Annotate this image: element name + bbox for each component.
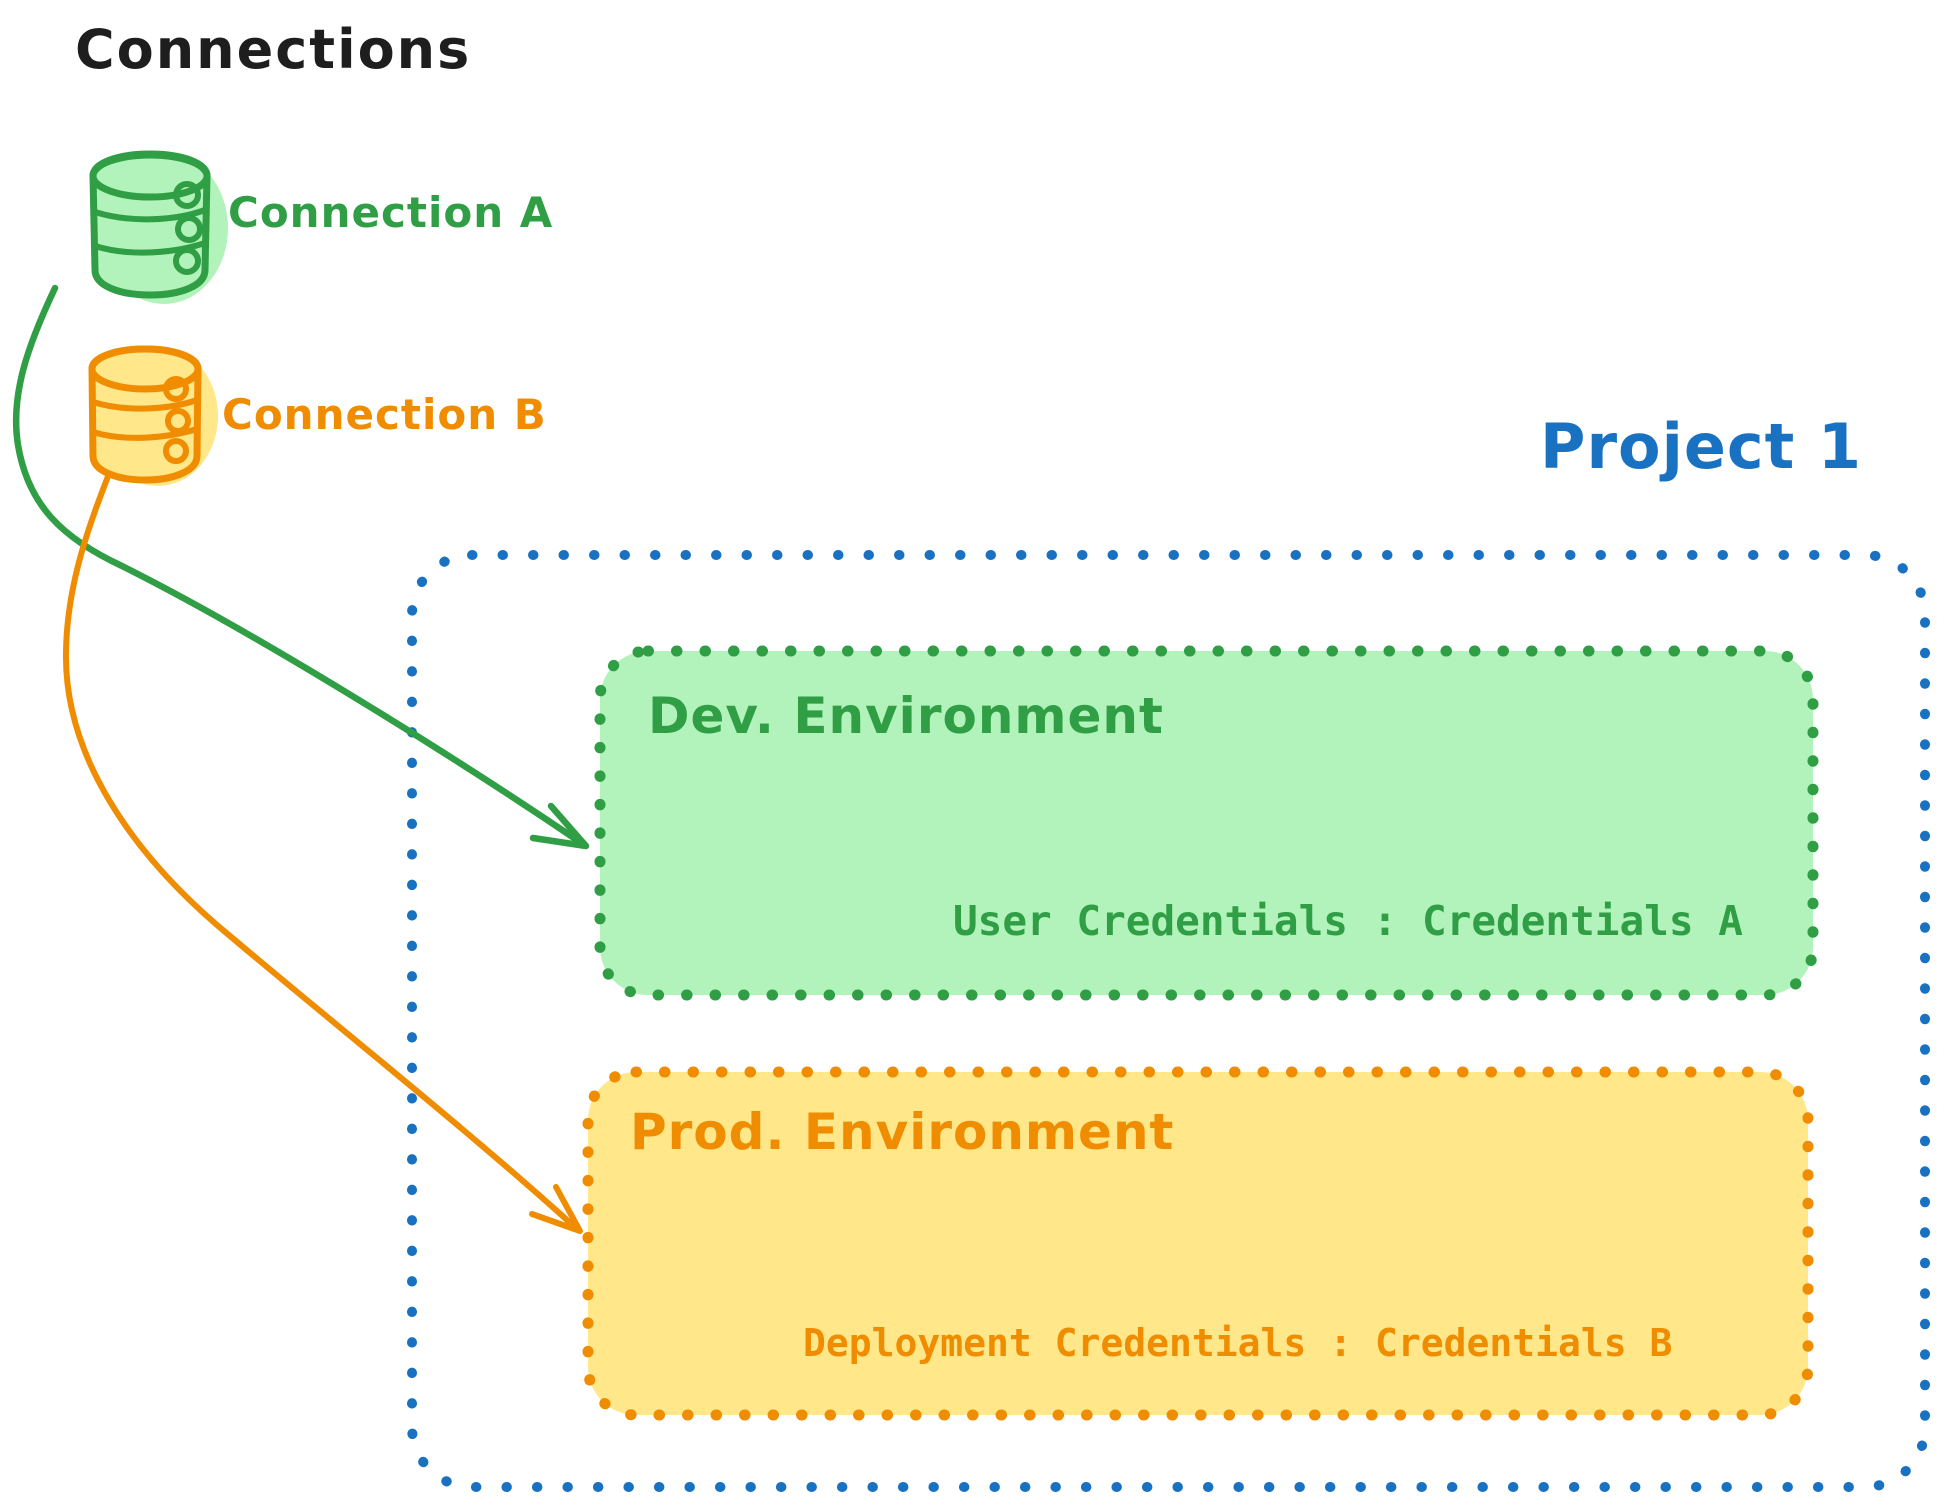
dev-environment-box bbox=[594, 645, 1819, 1001]
arrowhead-icon bbox=[529, 802, 590, 850]
diagram-title: Connections bbox=[75, 18, 472, 81]
prod-environment-box bbox=[582, 1066, 1814, 1421]
connection-b-label: Connection B bbox=[222, 390, 547, 439]
connection-a-label: Connection A bbox=[228, 188, 554, 237]
connection-a-database-icon bbox=[89, 150, 228, 304]
arrowhead-icon bbox=[529, 1184, 583, 1234]
prod-environment-credentials: Deployment Credentials : Credentials B bbox=[803, 1321, 1673, 1365]
connection-a-arrow bbox=[12, 284, 590, 850]
prod-environment-title: Prod. Environment bbox=[630, 1103, 1175, 1161]
connection-b-arrow bbox=[62, 463, 583, 1234]
dev-environment-credentials: User Credentials : Credentials A bbox=[953, 897, 1743, 945]
dev-environment-title: Dev. Environment bbox=[648, 687, 1164, 745]
connection-b-database-icon bbox=[88, 345, 218, 486]
project-title: Project 1 bbox=[1540, 410, 1863, 483]
project-box bbox=[407, 550, 1930, 1492]
